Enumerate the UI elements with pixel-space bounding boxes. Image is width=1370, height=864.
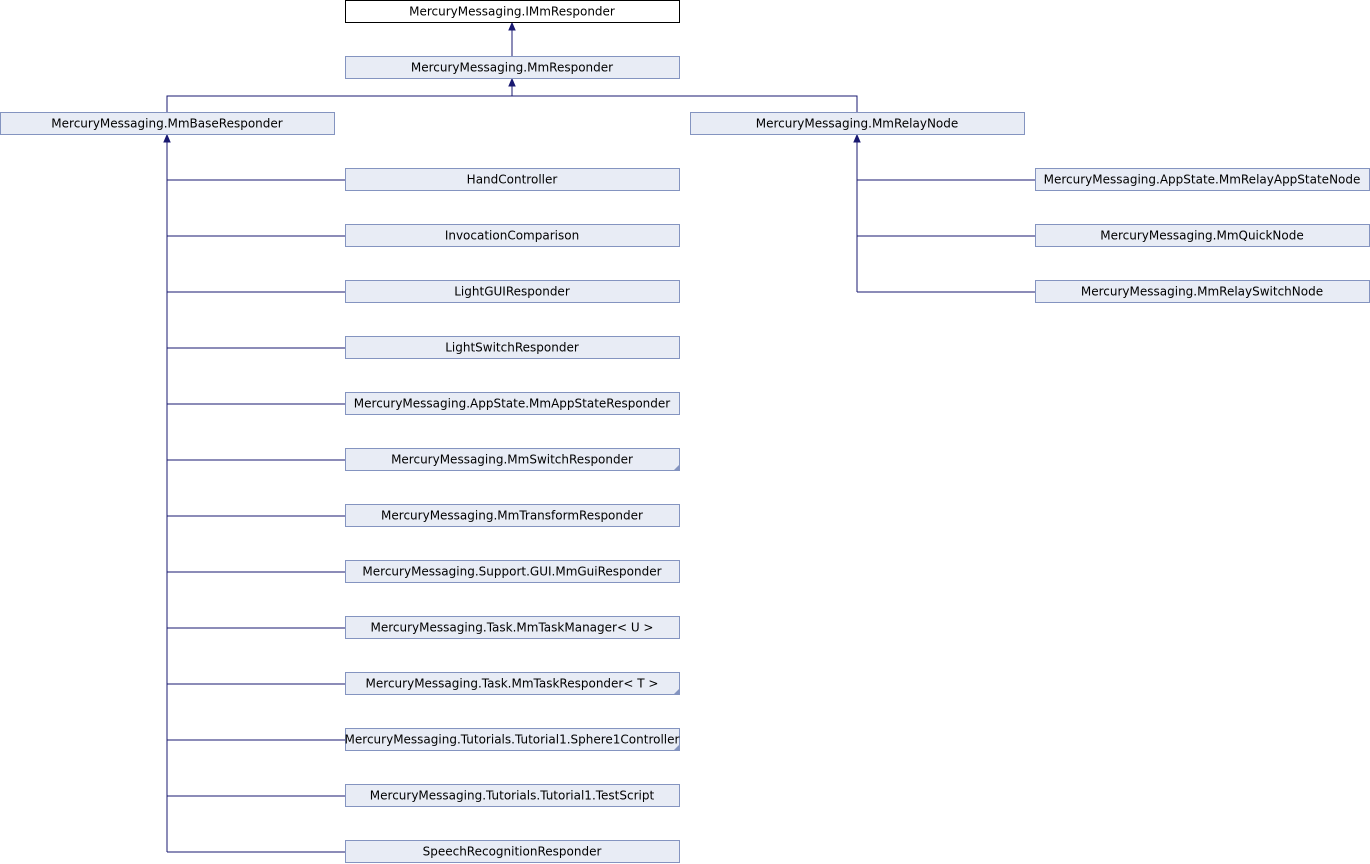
class-node-label: MercuryMessaging.MmResponder <box>411 61 613 75</box>
class-node-label: MercuryMessaging.IMmResponder <box>409 5 615 19</box>
class-node-label: LightGUIResponder <box>454 285 570 299</box>
class-node-label: MercuryMessaging.Task.MmTaskResponder< T… <box>366 677 659 691</box>
collapsed-children-marker <box>673 464 680 471</box>
edge-relay-to-responder <box>512 95 858 112</box>
class-node-mm-responder[interactable]: MercuryMessaging.MmResponder <box>345 56 680 79</box>
arrowhead-responder <box>508 77 516 87</box>
class-node-mm-task-responder[interactable]: MercuryMessaging.Task.MmTaskResponder< T… <box>345 672 680 695</box>
class-node-label: HandController <box>467 173 558 187</box>
class-node-invocation-comparison[interactable]: InvocationComparison <box>345 224 680 247</box>
class-node-label: LightSwitchResponder <box>445 341 579 355</box>
collapsed-children-marker <box>673 744 680 751</box>
class-node-label: MercuryMessaging.MmSwitchResponder <box>391 453 633 467</box>
class-node-mm-gui-responder[interactable]: MercuryMessaging.Support.GUI.MmGuiRespon… <box>345 560 680 583</box>
class-node-mm-switch-responder[interactable]: MercuryMessaging.MmSwitchResponder <box>345 448 680 471</box>
class-node-label: MercuryMessaging.MmQuickNode <box>1100 229 1304 243</box>
class-node-label: MercuryMessaging.Support.GUI.MmGuiRespon… <box>362 565 661 579</box>
class-node-label: InvocationComparison <box>445 229 579 243</box>
class-node-test-script[interactable]: MercuryMessaging.Tutorials.Tutorial1.Tes… <box>345 784 680 807</box>
class-node-label: MercuryMessaging.Tutorials.Tutorial1.Sph… <box>345 733 680 747</box>
class-node-label: MercuryMessaging.Task.MmTaskManager< U > <box>370 621 653 635</box>
class-node-label: MercuryMessaging.Tutorials.Tutorial1.Tes… <box>370 789 655 803</box>
edge-base-to-responder <box>166 83 513 112</box>
class-node-imm-responder[interactable]: MercuryMessaging.IMmResponder <box>345 0 680 23</box>
edges <box>163 21 1035 853</box>
class-node-label: SpeechRecognitionResponder <box>423 845 602 859</box>
class-node-mm-app-state-responder[interactable]: MercuryMessaging.AppState.MmAppStateResp… <box>345 392 680 415</box>
class-node-mm-base-responder[interactable]: MercuryMessaging.MmBaseResponder <box>0 112 335 135</box>
class-node-mm-transform-responder[interactable]: MercuryMessaging.MmTransformResponder <box>345 504 680 527</box>
class-node-light-switch-responder[interactable]: LightSwitchResponder <box>345 336 680 359</box>
class-node-speech-recognition-responder[interactable]: SpeechRecognitionResponder <box>345 840 680 863</box>
class-node-light-gui-responder[interactable]: LightGUIResponder <box>345 280 680 303</box>
arrowhead-base <box>163 133 171 143</box>
relay-branches <box>857 179 1035 293</box>
collapsed-children-marker <box>673 688 680 695</box>
class-node-hand-controller[interactable]: HandController <box>345 168 680 191</box>
class-node-mm-task-manager[interactable]: MercuryMessaging.Task.MmTaskManager< U > <box>345 616 680 639</box>
base-branches <box>167 179 345 853</box>
class-node-label: MercuryMessaging.AppState.MmAppStateResp… <box>354 397 670 411</box>
class-node-mm-relay-switch-node[interactable]: MercuryMessaging.MmRelaySwitchNode <box>1035 280 1370 303</box>
arrowhead-relay <box>853 133 861 143</box>
class-node-mm-relay-app-state-node[interactable]: MercuryMessaging.AppState.MmRelayAppStat… <box>1035 168 1370 191</box>
class-node-label: MercuryMessaging.MmTransformResponder <box>381 509 643 523</box>
class-node-sphere1-controller[interactable]: MercuryMessaging.Tutorials.Tutorial1.Sph… <box>345 728 680 751</box>
class-node-label: MercuryMessaging.AppState.MmRelayAppStat… <box>1044 173 1361 187</box>
class-node-label: MercuryMessaging.MmRelaySwitchNode <box>1081 285 1323 299</box>
class-node-label: MercuryMessaging.MmBaseResponder <box>51 117 282 131</box>
class-node-mm-relay-node[interactable]: MercuryMessaging.MmRelayNode <box>690 112 1025 135</box>
arrowhead-root <box>508 21 516 31</box>
class-node-label: MercuryMessaging.MmRelayNode <box>756 117 959 131</box>
class-node-mm-quick-node[interactable]: MercuryMessaging.MmQuickNode <box>1035 224 1370 247</box>
